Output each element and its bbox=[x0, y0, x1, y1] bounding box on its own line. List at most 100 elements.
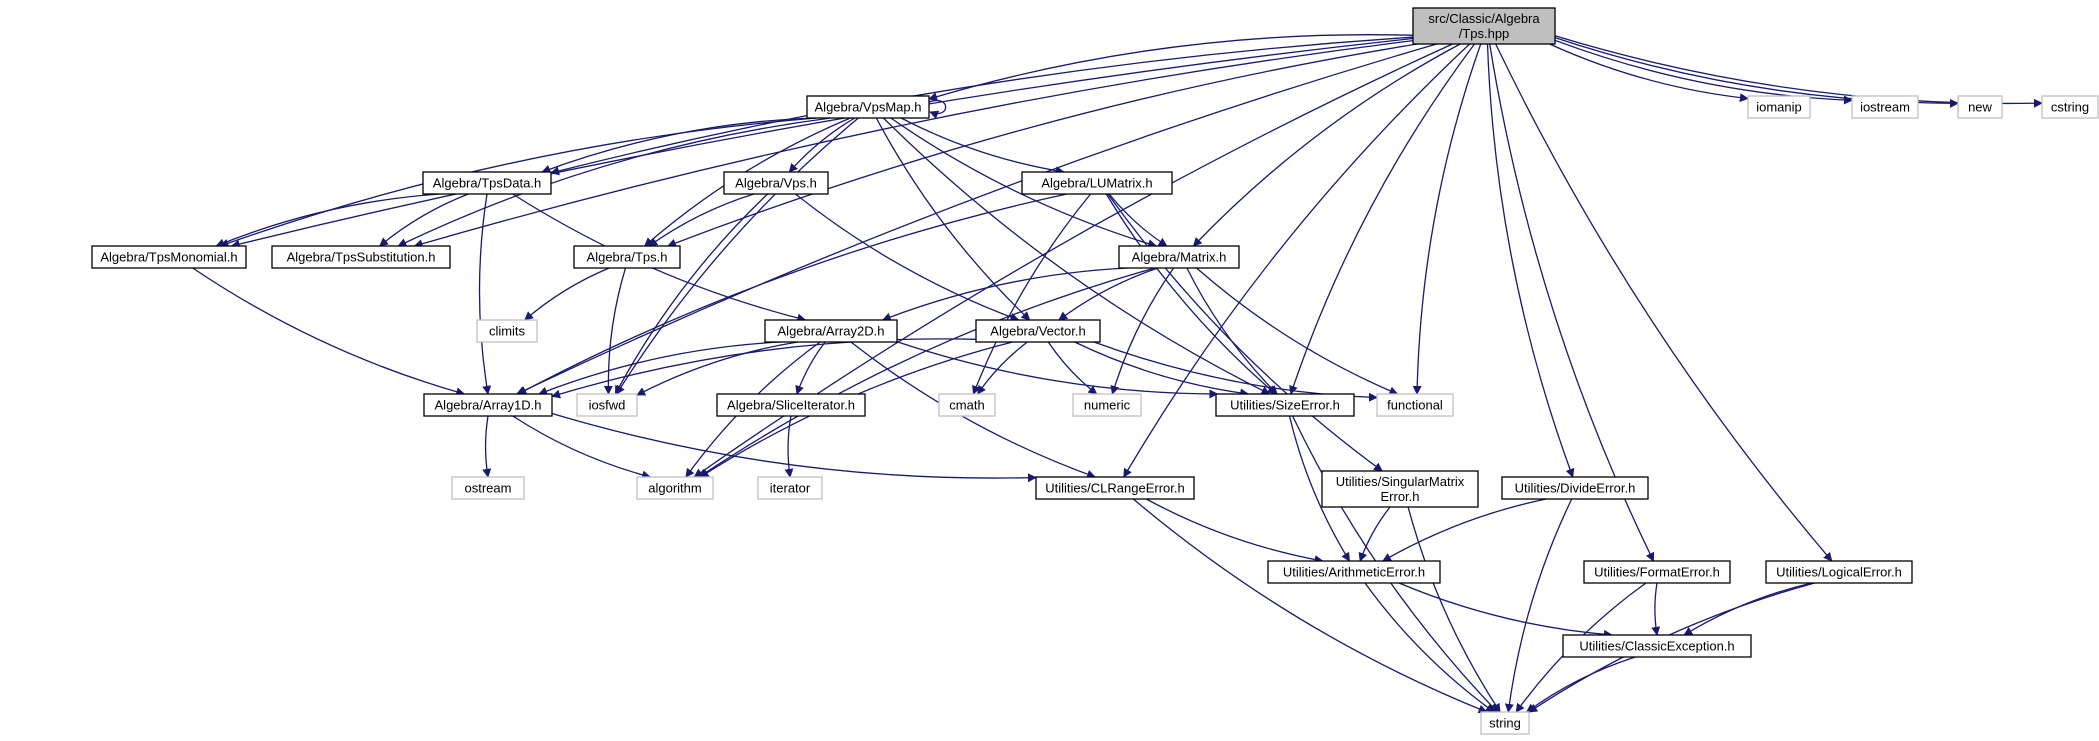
node-iomanip: iomanip bbox=[1747, 95, 1811, 119]
edge-matrix-to-sizeerror bbox=[1186, 267, 1278, 395]
edge-vector-to-array1d bbox=[551, 338, 977, 399]
edge-vpsmap-to-tpssubst bbox=[397, 117, 831, 247]
node-tpsmonomial[interactable]: Algebra/TpsMonomial.h bbox=[91, 245, 247, 269]
edge-root-to-vpsmap bbox=[928, 34, 1414, 102]
edge-vpsmap-to-vpsmap bbox=[928, 99, 947, 120]
node-arith[interactable]: Utilities/ArithmeticError.h bbox=[1267, 560, 1441, 584]
edge-tpsmonomial-to-array1d bbox=[192, 267, 466, 397]
node-root[interactable]: src/Classic/Algebra/Tps.hpp bbox=[1412, 7, 1556, 45]
edge-vpsmap-to-iosfwd bbox=[616, 117, 859, 395]
edge-matrix-to-array2d bbox=[881, 267, 1128, 322]
node-tpssubst[interactable]: Algebra/TpsSubstitution.h bbox=[271, 245, 451, 269]
node-label-tpsmonomial: Algebra/TpsMonomial.h bbox=[100, 250, 237, 265]
node-numeric: numeric bbox=[1072, 393, 1142, 417]
node-format[interactable]: Utilities/FormatError.h bbox=[1583, 560, 1731, 584]
edge-array1d-to-ostream bbox=[482, 415, 492, 478]
edge-vps-to-iosfwd bbox=[614, 193, 769, 395]
node-box-array2d bbox=[764, 319, 898, 343]
edge-vps-to-tps bbox=[648, 193, 755, 247]
edge-vector-to-functional bbox=[1093, 341, 1378, 402]
node-sizeerror[interactable]: Utilities/SizeError.h bbox=[1215, 393, 1355, 417]
edge-array1d-to-algorithm bbox=[512, 415, 652, 480]
edge-lumatrix-to-singular bbox=[1107, 193, 1383, 472]
node-vps[interactable]: Algebra/Vps.h bbox=[723, 171, 829, 195]
node-classicexc[interactable]: Utilities/ClassicException.h bbox=[1562, 634, 1752, 658]
node-iosfwd: iosfwd bbox=[576, 393, 638, 417]
edge-vpsmap-to-lumatrix bbox=[900, 117, 1065, 176]
node-box-lumatrix bbox=[1021, 171, 1173, 195]
node-label-functional: functional bbox=[1387, 398, 1443, 413]
edge-root-to-matrix bbox=[1192, 43, 1461, 247]
node-label-array1d: Algebra/Array1D.h bbox=[435, 398, 542, 413]
node-label-clrange: Utilities/CLRangeError.h bbox=[1045, 481, 1184, 496]
node-label-matrix: Algebra/Matrix.h bbox=[1132, 250, 1227, 265]
edge-sliceit-to-iterator bbox=[784, 415, 794, 478]
node-sliceit[interactable]: Algebra/SliceIterator.h bbox=[716, 393, 866, 417]
node-divide[interactable]: Utilities/DivideError.h bbox=[1501, 476, 1649, 500]
node-box-sliceit bbox=[716, 393, 866, 417]
edge-root-to-new bbox=[1554, 36, 1959, 108]
edge-vector-to-numeric bbox=[1047, 341, 1098, 395]
node-array1d[interactable]: Algebra/Array1D.h bbox=[423, 393, 553, 417]
node-clrange[interactable]: Utilities/CLRangeError.h bbox=[1035, 476, 1195, 500]
nodes-layer: src/Classic/Algebra/Tps.hppAlgebra/VpsMa… bbox=[91, 7, 2099, 735]
node-label-iostream: iostream bbox=[1860, 100, 1910, 115]
node-label-singular-line1: Utilities/SingularMatrix bbox=[1336, 474, 1465, 489]
node-label-root-line2: /Tps.hpp bbox=[1459, 26, 1510, 41]
edge-vector-to-cmath bbox=[977, 341, 1028, 395]
node-box-classicexc bbox=[1562, 634, 1752, 658]
node-box-tps bbox=[573, 245, 681, 269]
node-box-numeric bbox=[1072, 393, 1142, 417]
node-label-tps: Algebra/Tps.h bbox=[587, 250, 668, 265]
edge-matrix-to-algorithm bbox=[698, 267, 1156, 478]
edge-lumatrix-to-sizeerror bbox=[1105, 193, 1277, 395]
node-box-divide bbox=[1501, 476, 1649, 500]
node-label-sizeerror: Utilities/SizeError.h bbox=[1230, 398, 1340, 413]
edge-root-to-array1d bbox=[516, 43, 1437, 395]
node-label-logical: Utilities/LogicalError.h bbox=[1776, 565, 1902, 580]
node-label-ostream: ostream bbox=[465, 481, 512, 496]
node-label-singular-line2: Error.h bbox=[1380, 489, 1419, 504]
edge-tps-to-climits bbox=[524, 267, 610, 321]
edge-root-to-tpssubst bbox=[413, 39, 1414, 249]
edge-root-to-iostream bbox=[1554, 39, 1853, 105]
edge-root-to-divide bbox=[1486, 43, 1575, 478]
edge-lumatrix-to-matrix bbox=[1108, 193, 1168, 247]
node-tps[interactable]: Algebra/Tps.h bbox=[573, 245, 681, 269]
node-vpsmap[interactable]: Algebra/VpsMap.h bbox=[806, 95, 930, 119]
edge-root-to-tpsmonomial bbox=[230, 37, 1414, 249]
edge-matrix-to-functional bbox=[1196, 267, 1399, 395]
node-box-new bbox=[1957, 95, 2003, 119]
node-iostream: iostream bbox=[1851, 95, 1919, 119]
node-label-vector: Algebra/Vector.h bbox=[990, 324, 1085, 339]
node-box-sizeerror bbox=[1215, 393, 1355, 417]
edge-root-to-clrange bbox=[1123, 43, 1471, 478]
node-tpsdata[interactable]: Algebra/TpsData.h bbox=[422, 171, 552, 195]
node-label-root-line1: src/Classic/Algebra bbox=[1428, 11, 1540, 26]
node-vector[interactable]: Algebra/Vector.h bbox=[975, 319, 1101, 343]
edge-matrix-to-numeric bbox=[1110, 267, 1175, 395]
edge-matrix-to-vector bbox=[1058, 267, 1159, 321]
node-box-root bbox=[1412, 7, 1556, 45]
edge-divide-to-string bbox=[1504, 498, 1573, 713]
node-iterator: iterator bbox=[757, 476, 823, 500]
edge-logical-to-classicexc bbox=[1683, 582, 1813, 636]
node-box-functional bbox=[1376, 393, 1454, 417]
node-ostream: ostream bbox=[451, 476, 525, 500]
node-box-cstring bbox=[2041, 95, 2099, 119]
node-box-climits bbox=[476, 319, 538, 343]
node-lumatrix[interactable]: Algebra/LUMatrix.h bbox=[1021, 171, 1173, 195]
node-label-format: Utilities/FormatError.h bbox=[1594, 565, 1720, 580]
edge-array1d-to-clrange bbox=[551, 412, 1037, 483]
edge-arith-to-classicexc bbox=[1398, 582, 1613, 639]
node-box-clrange bbox=[1035, 476, 1195, 500]
node-box-iomanip bbox=[1747, 95, 1811, 119]
node-logical[interactable]: Utilities/LogicalError.h bbox=[1765, 560, 1913, 584]
node-label-arith: Utilities/ArithmeticError.h bbox=[1283, 565, 1425, 580]
node-array2d[interactable]: Algebra/Array2D.h bbox=[764, 319, 898, 343]
node-climits: climits bbox=[476, 319, 538, 343]
node-label-iosfwd: iosfwd bbox=[589, 398, 626, 413]
node-matrix[interactable]: Algebra/Matrix.h bbox=[1118, 245, 1240, 269]
